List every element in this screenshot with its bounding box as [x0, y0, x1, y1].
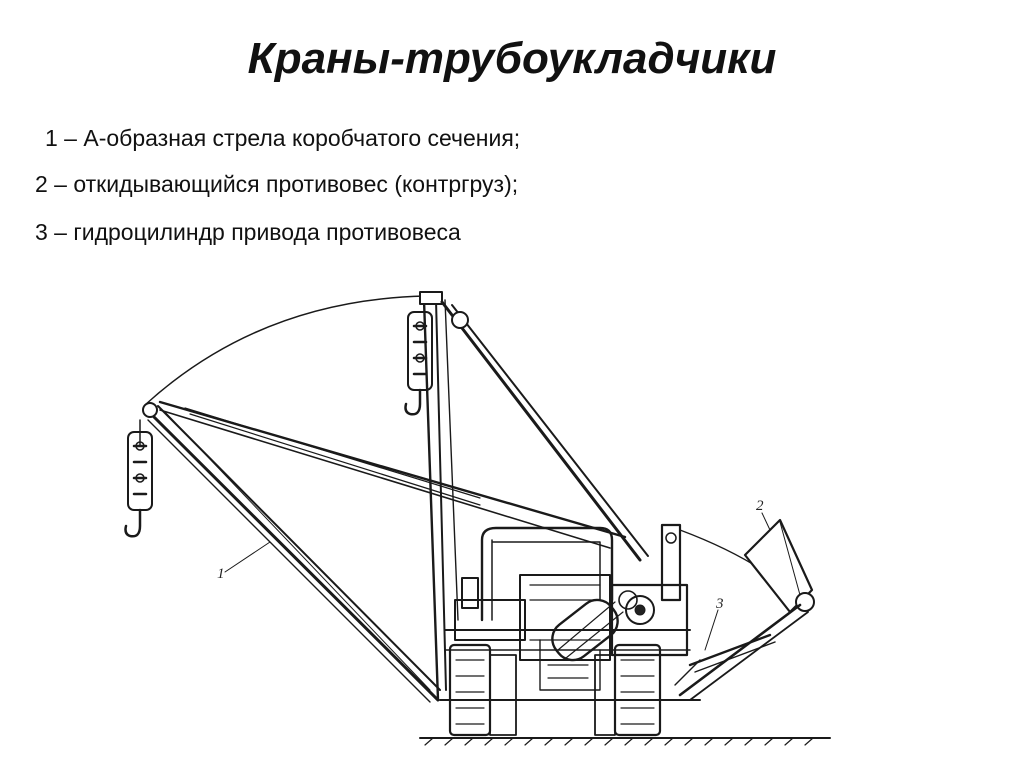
boom-swing-arc	[144, 295, 426, 406]
caption-item-1: 1 – А-образная стрела коробчатого сечени…	[45, 125, 521, 151]
callout-label-3: 3	[715, 596, 724, 612]
boom-lowered	[142, 400, 627, 703]
hook-block-lowered	[124, 419, 153, 538]
counterweight-arm	[674, 603, 809, 701]
callout-leaders	[224, 512, 771, 651]
ground-line	[419, 737, 831, 746]
track-right	[594, 643, 662, 737]
boom-raised	[419, 291, 649, 702]
slide-title: Краны-трубоукладчики	[247, 34, 777, 83]
tractor-body	[439, 523, 701, 701]
hook-block-raised	[404, 311, 433, 416]
track-left	[448, 643, 517, 737]
caption-item-3: 3 – гидроцилиндр привода противовеса	[35, 219, 461, 245]
caption-item-2: 2 – откидывающийся противовес (контргруз…	[35, 171, 519, 197]
callout-label-2: 2	[756, 498, 764, 514]
callout-label-1: 1	[217, 566, 225, 582]
counterweight	[743, 518, 815, 614]
